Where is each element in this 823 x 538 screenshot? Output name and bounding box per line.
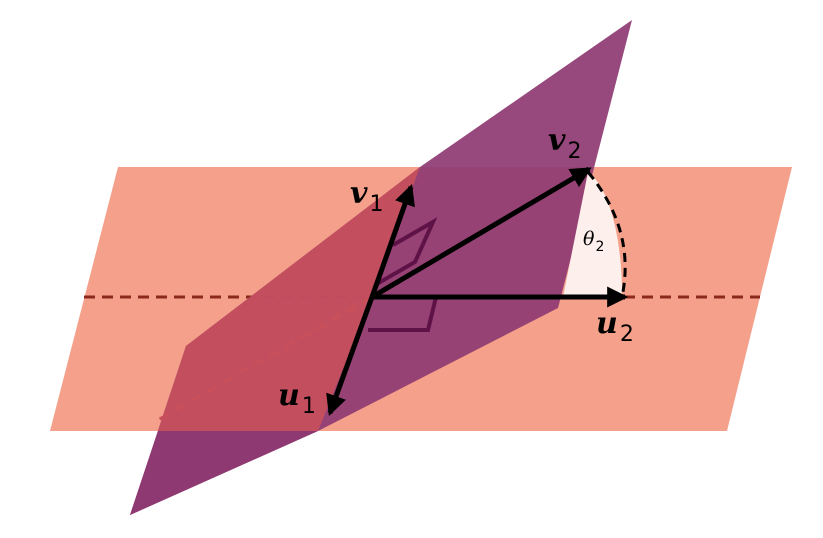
u2-label: u2 [596,306,634,347]
right-angle-marker-u2 [368,296,438,332]
tilted-plane-overlap-left [158,167,420,431]
v1-label: v1 [350,176,383,217]
tilted-plane-dashed-line [157,295,373,422]
v2-vector [370,166,592,300]
theta2-label: θ2 [583,228,604,255]
v1-vector [369,184,415,298]
u1-vector [326,296,375,416]
v2-label: v2 [548,123,581,164]
right-angle-marker-v1 [374,217,438,287]
u1-label: u1 [278,378,316,419]
theta2-angle-arc [586,171,627,298]
theta2-angle-wedge [563,172,623,297]
